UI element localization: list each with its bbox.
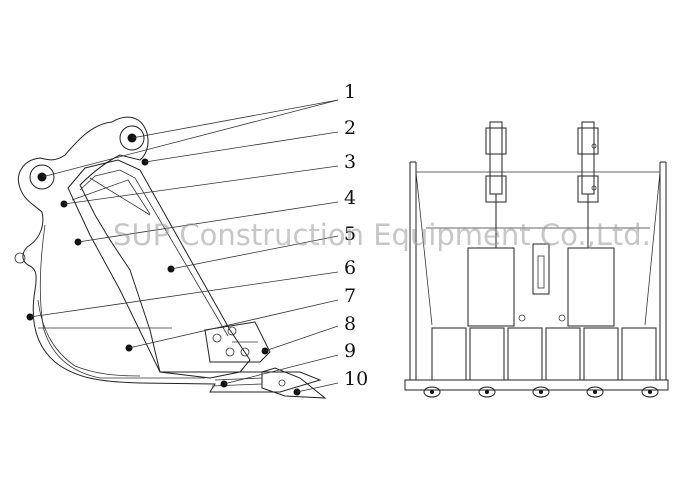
shroud [507, 327, 543, 381]
shroud [431, 327, 467, 381]
tooth-pin [593, 390, 597, 394]
callout-number: 4 [344, 187, 356, 209]
leader-line-8 [264, 325, 339, 352]
bolt-hole [558, 314, 566, 322]
tooth-tip [478, 386, 496, 398]
bolt-hole [212, 333, 222, 343]
leader-line-5 [170, 235, 339, 270]
reinforce-plate-right [567, 247, 615, 327]
bolt-hole [240, 347, 250, 357]
leader-line-3 [63, 165, 339, 205]
ear-plate-left [489, 121, 503, 195]
side-plate-inner [79, 169, 229, 337]
callout-number: 10 [344, 368, 368, 390]
tooth-pin [430, 390, 434, 394]
bucket-inner-shell-2 [37, 299, 141, 377]
watermark-text: SUP Construction Equipment Co.,Ltd. [113, 218, 651, 252]
tooth-tip [423, 386, 441, 398]
side-taper [415, 171, 661, 326]
leader-line-10 [296, 382, 339, 393]
tooth-pin [485, 390, 489, 394]
ear-boss-left [485, 127, 507, 155]
tooth-tip [641, 386, 659, 398]
lip-plate [211, 377, 263, 387]
center-slot [537, 255, 545, 289]
bucket-inner-shell [39, 224, 205, 379]
callout-number: 1 [344, 81, 356, 103]
side-plate [67, 159, 251, 379]
bolt-hole [518, 314, 526, 322]
pin-boss-front [119, 125, 145, 151]
bucket-tooth [261, 367, 327, 399]
bolt-hole [227, 326, 237, 336]
bucket-front-view [404, 121, 669, 398]
callout-number: 3 [344, 151, 356, 173]
leader-line-7 [128, 299, 339, 349]
callout-number: 5 [344, 223, 356, 245]
pin-hole [591, 185, 597, 191]
side-cutter-plate [204, 321, 271, 363]
shroud [621, 327, 657, 381]
reinforce-plate-left [467, 247, 515, 327]
leader-line-1b [41, 99, 339, 178]
leader-line-2 [144, 131, 339, 163]
callout-number: 6 [344, 257, 356, 279]
bucket-side-view [14, 116, 327, 399]
callout-leaders [26, 99, 339, 396]
tooth-pin [539, 390, 543, 394]
bolt-hole [225, 347, 235, 357]
pin-hole [591, 143, 597, 149]
shroud [545, 327, 581, 381]
tooth-pin [648, 390, 652, 394]
cutting-edge-bar [404, 379, 669, 391]
tooth-tip [586, 386, 604, 398]
callout-number: 7 [344, 285, 356, 307]
ear-boss-right [577, 127, 599, 155]
leader-line-4 [77, 201, 339, 243]
pin-boss-rear [29, 164, 55, 190]
callout-number: 2 [344, 117, 356, 139]
shroud [469, 327, 505, 381]
lift-eye [14, 252, 26, 264]
shroud [583, 327, 619, 381]
leader-line-1a [131, 99, 339, 139]
tooth-pin [278, 379, 286, 387]
tooth-tip [532, 386, 550, 398]
center-plate [532, 243, 550, 295]
leader-line-9 [223, 354, 339, 385]
callout-number: 9 [344, 340, 356, 362]
ear-plate-right [581, 121, 595, 195]
leader-line-6 [29, 271, 339, 318]
callout-number: 8 [344, 313, 356, 335]
front-teeth [423, 386, 659, 398]
callout-numbers: 1 2 3 4 5 6 7 8 9 10 [344, 81, 368, 390]
